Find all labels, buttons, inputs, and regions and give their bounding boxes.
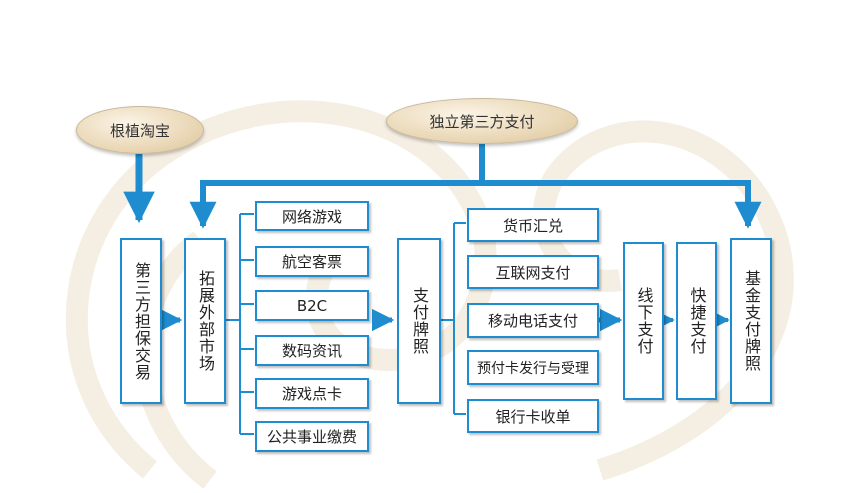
- payment-item-label: 预付卡发行与受理: [477, 360, 589, 377]
- independent-payment-label: 独立第三方支付: [429, 112, 535, 131]
- market-item-label: B2C: [296, 296, 328, 315]
- market-item-label: 航空客票: [281, 253, 342, 271]
- expand-market-box: 拓展外部市场: [184, 238, 226, 404]
- taobao-oval: 根植淘宝: [76, 106, 204, 154]
- escrow-label: 第三方担保交易: [132, 261, 151, 381]
- payment-item-bank-card-acquiring: 银行卡收单: [467, 399, 599, 433]
- payment-license-box: 支付牌照: [397, 238, 441, 404]
- market-item-label: 游戏点卡: [281, 385, 342, 403]
- payment-item-mobile-payment: 移动电话支付: [467, 303, 599, 338]
- payment-item-prepaid-card: 预付卡发行与受理: [467, 350, 599, 385]
- quick-payment-label: 快捷支付: [687, 287, 707, 355]
- market-item-utility-payments: 公共事业缴费: [255, 421, 369, 452]
- offline-payment-label: 线下支付: [634, 287, 654, 355]
- market-item-label: 公共事业缴费: [266, 428, 357, 446]
- payment-item-label: 移动电话支付: [487, 312, 578, 330]
- payment-item-currency-exchange: 货币汇兑: [467, 208, 599, 242]
- market-item-game-cards: 游戏点卡: [255, 378, 369, 409]
- market-item-b2c: B2C: [255, 290, 369, 321]
- fund-license-label: 基金支付牌照: [742, 270, 761, 372]
- payment-item-label: 互联网支付: [495, 263, 571, 282]
- payment-item-internet-payment: 互联网支付: [467, 255, 599, 289]
- independent-payment-oval: 独立第三方支付: [386, 98, 578, 144]
- market-item-online-games: 网络游戏: [255, 201, 369, 231]
- payment-license-label: 支付牌照: [410, 287, 429, 355]
- market-item-digital-info: 数码资讯: [255, 335, 369, 366]
- market-item-label: 数码资讯: [281, 342, 342, 360]
- fund-license-box: 基金支付牌照: [730, 238, 772, 404]
- offline-payment-box: 线下支付: [623, 242, 664, 400]
- expand-market-label: 拓展外部市场: [196, 270, 215, 372]
- quick-payment-box: 快捷支付: [676, 242, 717, 400]
- market-item-air-tickets: 航空客票: [255, 246, 369, 277]
- escrow-box: 第三方担保交易: [120, 238, 162, 404]
- payment-item-label: 货币汇兑: [502, 216, 563, 235]
- payment-item-label: 银行卡收单: [495, 407, 571, 426]
- taobao-label: 根植淘宝: [109, 121, 170, 140]
- market-item-label: 网络游戏: [281, 207, 342, 226]
